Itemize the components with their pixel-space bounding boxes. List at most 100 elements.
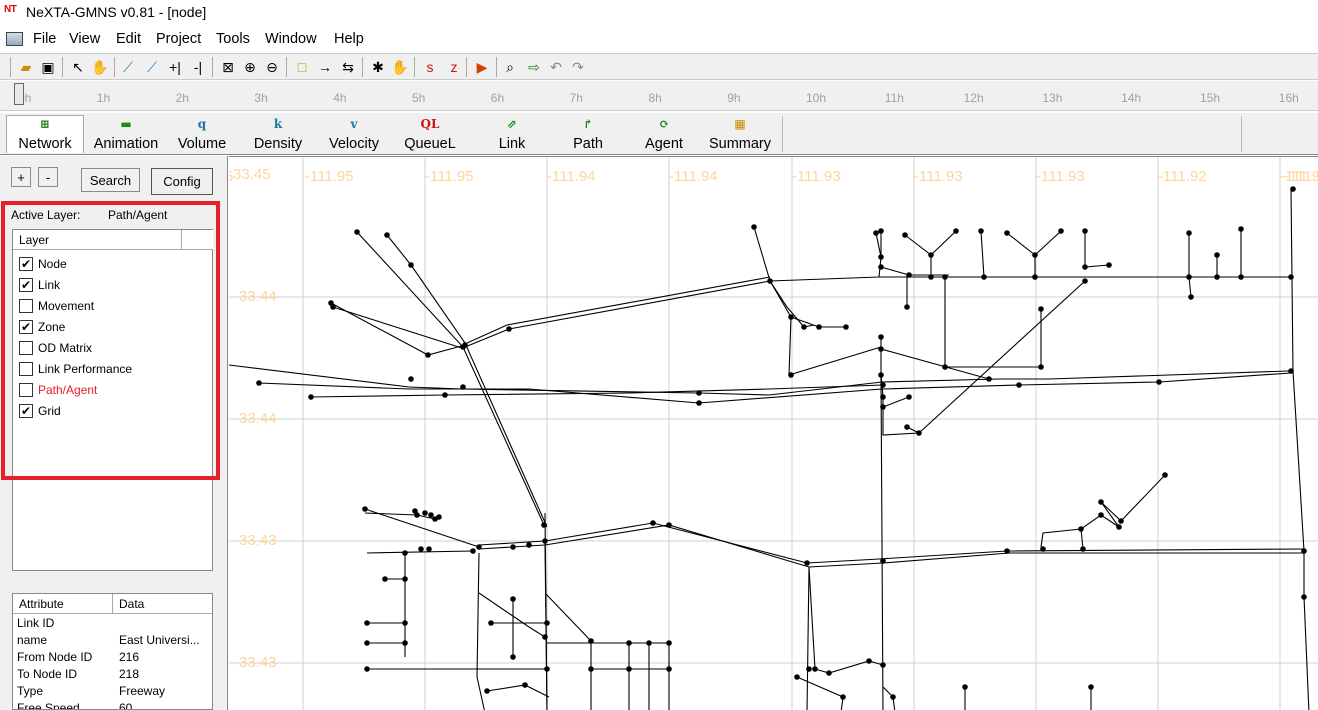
layer-checkbox[interactable]: ✔ [19,277,33,292]
layer-item-movement[interactable]: Movement [19,296,94,315]
layer-item-od-matrix[interactable]: OD Matrix [19,338,92,357]
play-icon[interactable]: ▶ [476,59,488,75]
layer-checkbox[interactable] [19,361,33,376]
zoom-minus-button[interactable]: - [38,167,58,187]
attribute-column-header[interactable]: Attribute [13,594,113,614]
network-node [804,560,810,566]
menu-edit[interactable]: Edit [116,31,141,47]
layer-item-link-performance[interactable]: Link Performance [19,359,132,378]
network-map-canvas[interactable]: 5-111.95-111.95-111.94-111.94-111.93-111… [229,156,1318,710]
menu-file[interactable]: File [33,31,57,47]
network-link [544,512,548,710]
document-window-icon[interactable] [6,32,23,46]
layer-checkbox[interactable]: ✔ [19,319,33,334]
network-node [1290,186,1296,192]
menu-tools[interactable]: Tools [216,31,250,47]
tab-network[interactable]: ⊞Network [6,115,84,153]
save-icon[interactable]: ▣ [41,59,55,75]
network-link [464,280,771,348]
layer-item-grid[interactable]: ✔Grid [19,401,61,420]
data-column-header[interactable]: Data [113,594,212,614]
zoom-out-icon[interactable]: ⊖ [266,59,278,75]
network-node [1058,228,1064,234]
timeline-tick-label: 10h [806,91,827,105]
time-slider-handle[interactable] [14,83,24,105]
layer-extra-column-header[interactable] [182,230,213,250]
zoom-plus-button[interactable]: + [11,167,31,187]
layer-checkbox[interactable]: ✔ [19,256,33,271]
network-node [788,372,794,378]
network-node [1156,379,1162,385]
network-node [1106,262,1112,268]
destination-icon[interactable]: z [450,59,458,75]
pan-hand-icon[interactable]: ✋ [91,59,109,75]
network-link [796,676,844,710]
network-node [1301,548,1307,554]
network-node [650,520,656,526]
undo-icon[interactable]: ↶ [550,59,562,75]
layer-item-node[interactable]: ✔Node [19,254,67,273]
layer-item-link[interactable]: ✔Link [19,275,60,294]
select-arrow-icon[interactable]: ↖ [72,59,84,75]
layer-item-path-agent[interactable]: Path/Agent [19,380,97,399]
search-icon[interactable]: ⌕ [506,59,514,75]
tab-path-icon: ↱ [582,117,594,131]
open-folder-icon[interactable]: ▰ [20,59,32,75]
tab-link[interactable]: ⇗Link [474,116,550,154]
network-node [751,224,757,230]
merge-link-icon[interactable]: -| [193,59,203,75]
tab-label: Network [18,136,72,152]
bidirectional-arrow-icon[interactable]: ⇆ [342,59,354,75]
layer-checkbox[interactable] [19,340,33,355]
network-link [466,276,771,344]
network-map-svg[interactable] [229,157,1318,710]
network-node [902,232,908,238]
tab-animation[interactable]: ▬Animation [86,116,166,154]
zoom-extent-icon[interactable]: ⊠ [222,59,234,75]
settings-node-icon[interactable]: ✱ [372,59,384,75]
menu-view[interactable]: View [69,31,101,47]
menu-window[interactable]: Window [265,31,317,47]
network-node [542,634,548,640]
zoom-in-icon[interactable]: ⊕ [244,59,256,75]
menu-help[interactable]: Help [334,31,364,47]
redo-icon[interactable]: ↷ [572,59,584,75]
layer-checkbox[interactable]: ✔ [19,403,33,418]
draw-link2-icon[interactable]: ⟋ [147,59,157,75]
network-node [801,324,807,330]
config-button[interactable]: Config [151,168,213,195]
node-icon[interactable]: □ [297,59,307,75]
network-node [1162,472,1168,478]
tab-path[interactable]: ↱Path [550,116,626,154]
origin-icon[interactable]: s [426,59,434,75]
split-link-icon[interactable]: +| [169,59,181,75]
grab-hand-icon[interactable]: ✋ [391,59,409,75]
draw-link-icon[interactable]: ⟋ [123,59,133,75]
attribute-row[interactable]: Link ID [13,615,212,632]
network-node [1288,368,1294,374]
layer-checkbox[interactable] [19,382,33,397]
tab-agent[interactable]: ⟳Agent [626,116,702,154]
tab-summary[interactable]: ▦Summary [702,116,778,154]
network-node [916,430,922,436]
layer-checkbox[interactable] [19,298,33,313]
arrow-right-icon[interactable]: → [318,59,332,75]
menu-project[interactable]: Project [156,31,202,47]
layer-column-header[interactable]: Layer [13,230,182,250]
layer-item-zone[interactable]: ✔Zone [19,317,65,336]
export-icon[interactable]: ⇨ [528,59,540,75]
search-button[interactable]: Search [81,168,140,192]
